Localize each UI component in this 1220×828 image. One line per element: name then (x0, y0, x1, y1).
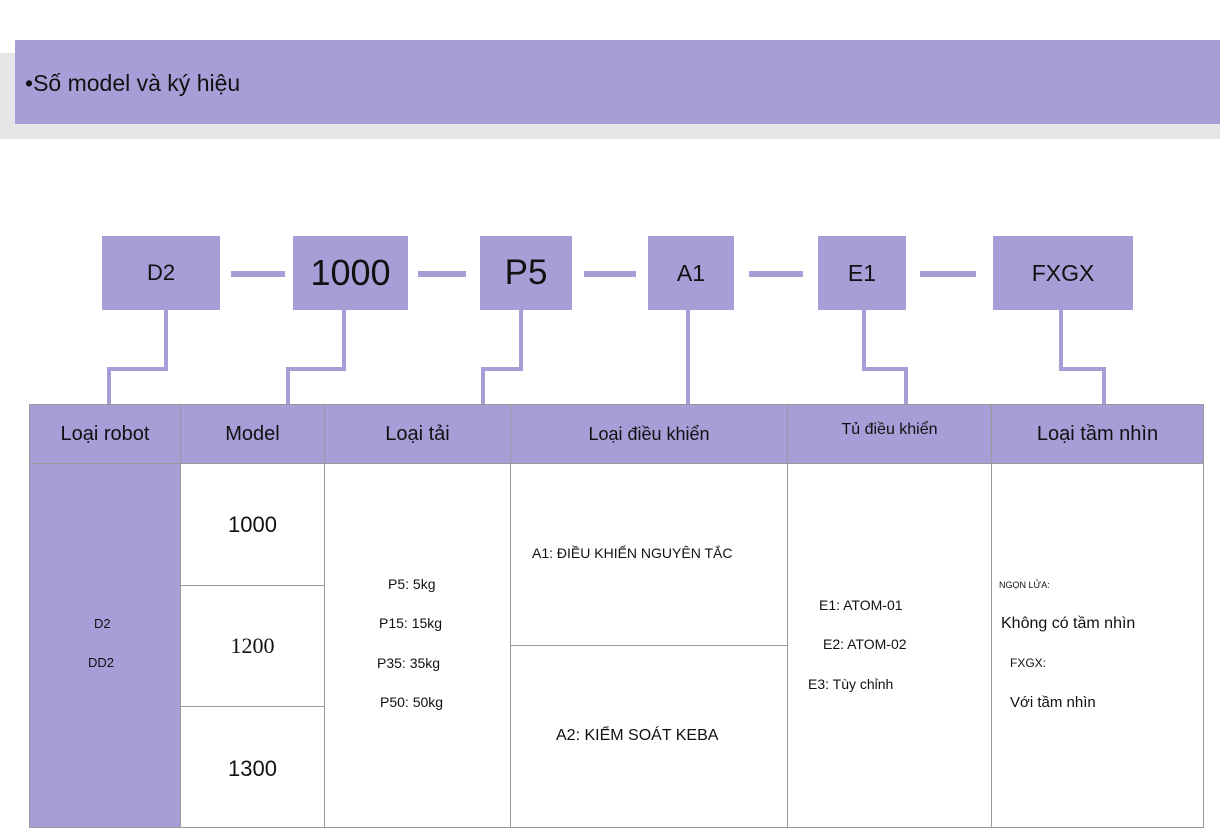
control-cell-a2: A2: KIỂM SOÁT KEBA (510, 645, 788, 828)
header-cabinet: Tủ điều khiển (787, 404, 992, 464)
header-load: Loại tải (324, 404, 511, 464)
section-title-text: Số model và ký hiệu (33, 70, 241, 96)
vision-cell: NGỌN LỬA: Không có tầm nhìn FXGX: Với tầ… (991, 463, 1204, 828)
code-box-label: P5 (504, 253, 548, 292)
dash-separator (231, 271, 285, 277)
robot-type-cell: D2 DD2 (29, 463, 181, 828)
robot-type-d2: D2 (94, 616, 111, 631)
robot-type-dd2: DD2 (88, 655, 115, 670)
header-robot-type: Loại robot (29, 404, 181, 464)
dash-separator (584, 271, 636, 277)
header-model: Model (180, 404, 325, 464)
dash-separator (920, 271, 976, 277)
cabinet-item: E3: Tùy chỉnh (808, 676, 894, 692)
header-label: Model (225, 422, 280, 445)
load-item: P50: 50kg (380, 694, 444, 710)
model-value: 1200 (230, 633, 275, 658)
connector-robot-type (107, 310, 168, 404)
load-item: P5: 5kg (388, 576, 436, 592)
header-label: Tủ điều khiển (841, 421, 938, 438)
control-item: A1: ĐIỀU KHIỂN NGUYÊN TẮC (532, 545, 733, 561)
code-box-label: 1000 (310, 252, 391, 293)
vision-ngon-lua-label: NGỌN LỬA: (999, 580, 1050, 590)
load-item: P35: 35kg (377, 655, 441, 671)
model-value: 1000 (228, 511, 277, 537)
header-control: Loại điều khiển (510, 404, 788, 464)
control-item: A2: KIỂM SOÁT KEBA (556, 727, 719, 744)
model-cell-1200: 1200 (180, 585, 325, 707)
code-box-label: D2 (146, 260, 176, 285)
cabinet-item: E1: ATOM-01 (819, 597, 903, 613)
cabinet-item: E2: ATOM-02 (823, 636, 907, 652)
code-box-label: E1 (847, 259, 877, 286)
header-label: Loại tầm nhìn (1036, 422, 1159, 445)
model-cell-1300: 1300 (180, 706, 325, 828)
bullet: • (25, 70, 34, 96)
section-title: •Số model và ký hiệu (25, 70, 240, 97)
cabinet-cell: E1: ATOM-01 E2: ATOM-02 E3: Tùy chỉnh (787, 463, 992, 828)
control-cell-a1: A1: ĐIỀU KHIỂN NGUYÊN TẮC (510, 463, 788, 646)
header-label: Loại robot (60, 422, 150, 445)
vision-no-vision: Không có tầm nhìn (1001, 615, 1136, 632)
vision-with-vision: Với tầm nhìn (1010, 694, 1096, 711)
code-box-label: FXGX (1031, 259, 1095, 286)
dash-separator (418, 271, 466, 277)
vision-fxgx-label: FXGX: (1010, 656, 1047, 670)
code-box-label: A1 (676, 259, 706, 286)
code-box-load: P5 (480, 236, 572, 310)
model-value: 1300 (228, 756, 277, 781)
code-box-cabinet: E1 (818, 236, 906, 310)
code-box-vision: FXGX (993, 236, 1133, 310)
load-item: P15: 15kg (379, 615, 443, 631)
header-label: Loại tải (385, 422, 450, 445)
code-box-robot-type: D2 (102, 236, 220, 310)
code-box-control: A1 (648, 236, 734, 310)
header-label: Loại điều khiển (588, 423, 710, 444)
connector-load (481, 310, 523, 404)
load-cell: P5: 5kg P15: 15kg P35: 35kg P50: 50kg (324, 463, 511, 828)
connector-cabinet (862, 310, 908, 404)
dash-separator (749, 271, 803, 277)
section-banner (15, 40, 1220, 124)
code-box-model: 1000 (293, 236, 408, 310)
connector-vision (1059, 310, 1106, 404)
header-vision: Loại tầm nhìn (991, 404, 1204, 464)
model-cell-1000: 1000 (180, 463, 325, 586)
connector-model (286, 310, 346, 404)
